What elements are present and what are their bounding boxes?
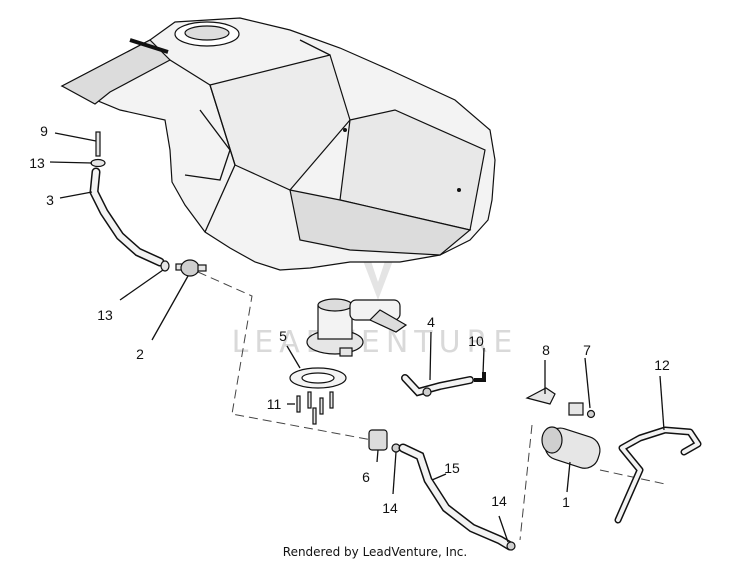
callout-15: 15 xyxy=(444,460,460,476)
part-6-grommet xyxy=(368,429,388,451)
watermark: LEADVENTURE xyxy=(232,240,519,360)
part-14-clamp-right xyxy=(506,541,516,551)
part-11-bolts xyxy=(296,391,334,425)
callout-12: 12 xyxy=(654,357,670,373)
callout-7: 7 xyxy=(583,342,591,358)
watermark-text: LEADVENTURE xyxy=(232,325,519,360)
callout-14-right: 14 xyxy=(491,493,507,509)
leader-lines xyxy=(49,132,665,543)
callout-14-left: 14 xyxy=(382,500,398,516)
callout-6: 6 xyxy=(362,469,370,485)
callout-13-top: 13 xyxy=(29,155,45,171)
footer-credit: Rendered by LeadVenture, Inc. xyxy=(283,545,467,559)
part-7-clip xyxy=(568,402,596,419)
callout-4: 4 xyxy=(427,314,435,330)
part-5-gasket xyxy=(289,367,347,389)
callout-2: 2 xyxy=(136,346,144,362)
part-9-rod xyxy=(95,131,101,157)
callout-5: 5 xyxy=(279,328,287,344)
part-10-fitting xyxy=(474,372,486,382)
part-13-clamp-top xyxy=(90,158,106,168)
callouts: 9 13 3 13 2 5 4 10 8 7 12 11 6 15 14 14 … xyxy=(29,123,670,516)
callout-10: 10 xyxy=(468,333,484,349)
callout-11: 11 xyxy=(267,396,282,412)
callout-8: 8 xyxy=(542,342,550,358)
part-8-bracket xyxy=(525,387,556,405)
part-1-canister xyxy=(541,426,601,469)
callout-1: 1 xyxy=(562,494,570,510)
part-2-filter xyxy=(175,259,207,277)
callout-13-bottom: 13 xyxy=(97,307,113,323)
watermark-logo-icon xyxy=(362,240,394,300)
routing-lines xyxy=(197,271,666,541)
callout-9: 9 xyxy=(40,123,48,139)
callout-3: 3 xyxy=(46,192,54,208)
fuel-pump-assembly xyxy=(306,298,408,357)
part-13-clamp-bottom xyxy=(160,260,170,272)
fuel-tank xyxy=(60,17,496,271)
